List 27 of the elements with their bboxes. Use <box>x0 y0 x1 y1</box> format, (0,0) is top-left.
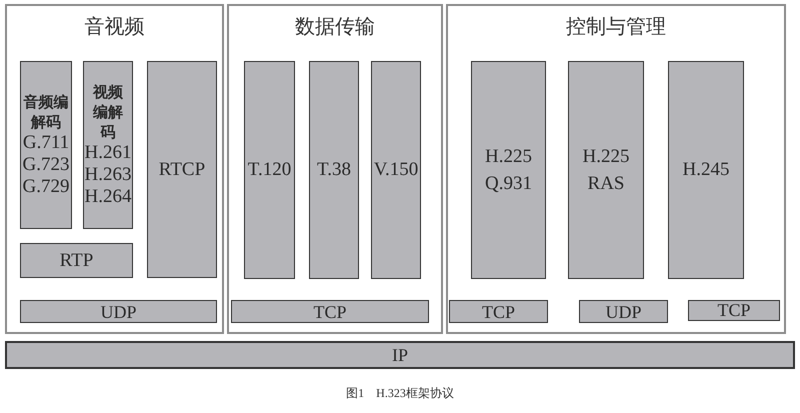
group-panel <box>227 4 443 334</box>
panel-title: 音视频 <box>84 14 144 38</box>
protocol-box: IP <box>5 341 795 369</box>
protocol-box: UDP <box>579 300 668 323</box>
group-panel <box>5 4 224 334</box>
codec-name: 音频编解码 <box>22 92 70 132</box>
protocol-box: TCP <box>449 300 548 323</box>
codec-list: H.261 H.263 H.264 <box>84 142 132 208</box>
protocol-box: V.150 <box>371 61 421 279</box>
protocol-box: RTP <box>20 243 133 278</box>
codec-list: G.711 G.723 G.729 <box>21 132 71 198</box>
figure-caption: 图1 H.323框架协议 <box>346 386 454 400</box>
protocol-box: UDP <box>20 300 217 323</box>
codec-box <box>20 61 72 229</box>
protocol-box: H.225 Q.931 <box>471 61 546 279</box>
protocol-box: T.120 <box>244 61 295 279</box>
protocol-box: T.38 <box>309 61 359 279</box>
protocol-box: TCP <box>231 300 429 323</box>
group-panel <box>446 4 786 334</box>
panel-title: 控制与管理 <box>566 14 666 38</box>
protocol-box: TCP <box>688 300 780 321</box>
protocol-box: H.245 <box>668 61 744 279</box>
protocol-box: H.225 RAS <box>568 61 644 279</box>
codec-box <box>83 61 133 229</box>
protocol-box: RTCP <box>147 61 217 278</box>
panel-title: 数据传输 <box>295 14 375 38</box>
codec-name: 视频编解码 <box>92 82 124 142</box>
